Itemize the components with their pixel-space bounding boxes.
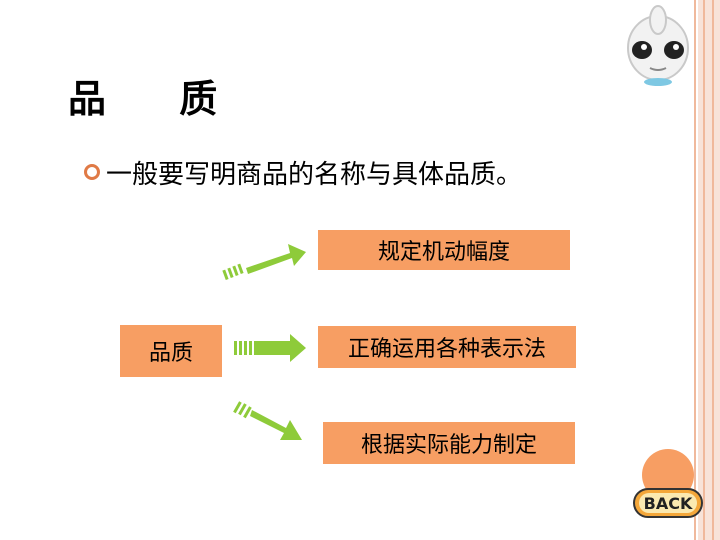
border-line	[703, 0, 705, 540]
back-button-label: BACK	[644, 494, 693, 513]
border-line	[712, 0, 714, 540]
arrow-icon	[233, 401, 302, 440]
back-button-icon[interactable]: BACK	[630, 445, 706, 525]
bullet-text: 一般要写明商品的名称与具体品质。	[106, 159, 523, 190]
bullet-ring-icon	[84, 164, 100, 180]
mascot-face-icon	[627, 5, 689, 86]
arrow-icon	[234, 334, 306, 362]
page-title: 品 质	[68, 76, 248, 121]
source-box: 品质	[120, 325, 222, 377]
target-box: 规定机动幅度	[318, 230, 570, 270]
arrow-icon	[222, 244, 306, 281]
bullet-item: 一般要写明商品的名称与具体品质。	[84, 152, 522, 192]
target-box: 正确运用各种表示法	[318, 326, 576, 368]
target-box: 根据实际能力制定	[323, 422, 575, 464]
border-line	[694, 0, 696, 540]
